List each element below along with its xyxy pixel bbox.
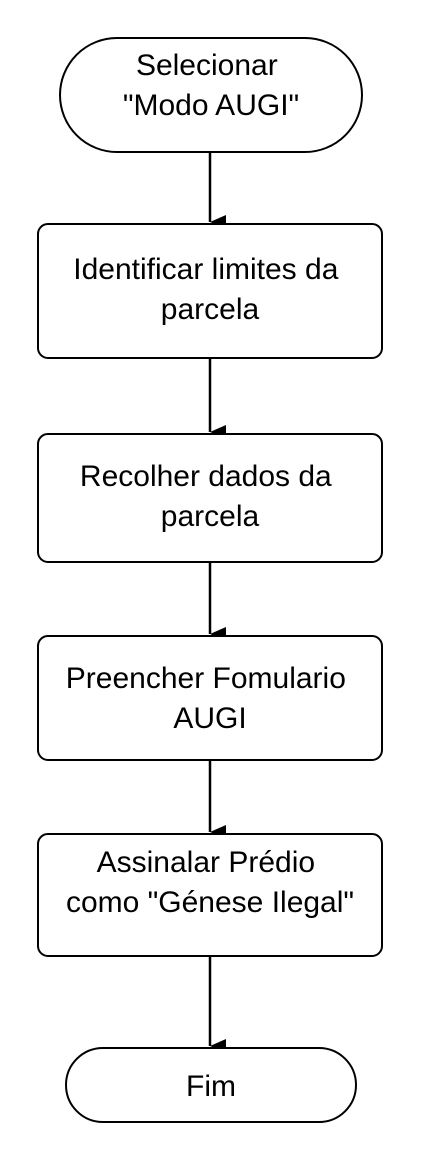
start-terminal-label-line-1: Selecionar [136,49,278,82]
process-recolher-dados-shape [37,433,383,563]
process-identificar-limites-label-line-1: Identificar limites da [73,253,338,286]
process-assinalar-predio-label-line-2: como "Génese Ilegal" [66,886,354,919]
end-terminal-label-line-1: Fim [186,1070,236,1103]
process-preencher-formulario: Preencher Fomulario AUGI [37,635,383,761]
process-preencher-formulario-shape [37,635,383,761]
end-terminal-shape [65,1047,357,1123]
start-terminal-label-line-2: "Modo AUGI" [123,89,299,122]
process-recolher-dados: Recolher dados da parcela [37,433,383,563]
end-terminal-label: Fim [186,1070,236,1103]
end-terminal: Fim [65,1047,357,1123]
process-assinalar-predio: Assinalar Prédio como "Génese Ilegal" [37,833,383,957]
start-terminal-shape [59,37,363,153]
process-recolher-dados-label: Recolher dados da parcela [80,460,340,533]
start-terminal: Selecionar "Modo AUGI" [59,37,363,153]
process-assinalar-predio-shape [37,833,383,957]
process-identificar-limites-label-line-2: parcela [161,293,260,326]
process-preencher-formulario-label-line-1: Preencher Fomulario [66,662,346,695]
process-identificar-limites-label: Identificar limites da parcela [73,253,346,326]
process-preencher-formulario-label-line-2: AUGI [173,702,246,735]
process-identificar-limites-shape [37,223,383,359]
process-assinalar-predio-label: Assinalar Prédio como "Génese Ilegal" [66,846,354,919]
process-identificar-limites: Identificar limites da parcela [37,223,383,359]
process-recolher-dados-label-line-1: Recolher dados da [80,460,332,493]
process-recolher-dados-label-line-2: parcela [161,500,260,533]
process-assinalar-predio-label-line-1: Assinalar Prédio [97,846,315,879]
start-terminal-label: Selecionar "Modo AUGI" [123,49,299,122]
process-preencher-formulario-label: Preencher Fomulario AUGI [66,662,354,735]
